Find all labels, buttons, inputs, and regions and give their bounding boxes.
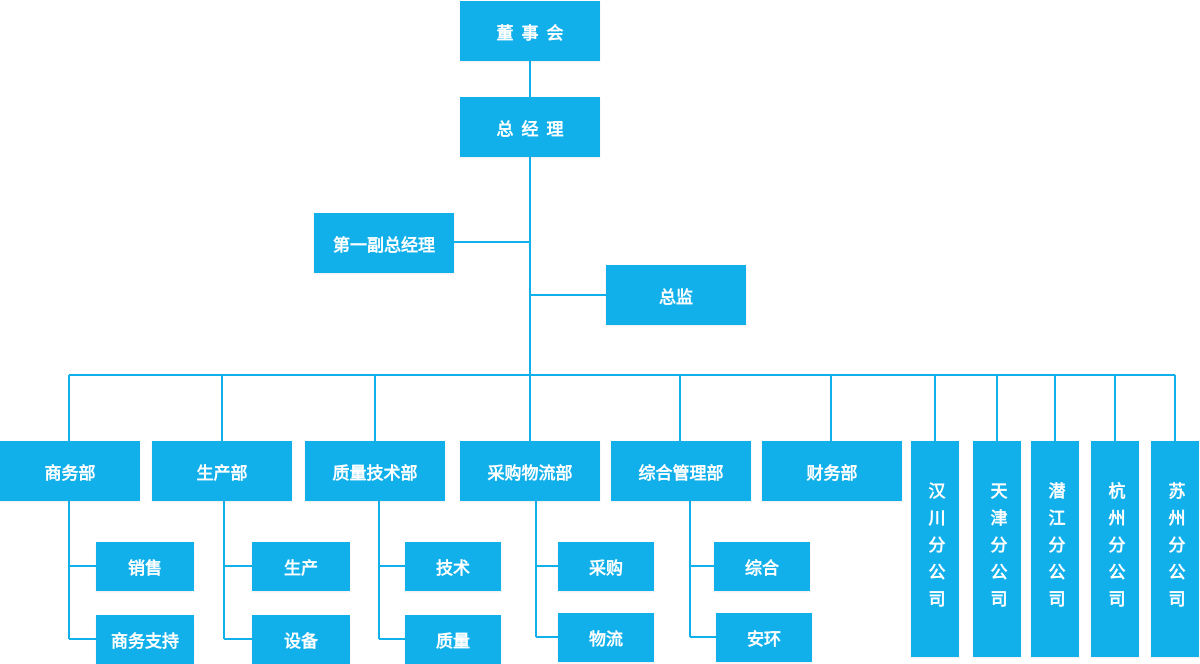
branch-hangzhou: 杭州分公司 xyxy=(1091,441,1139,657)
department-quality-tech: 质量技术部 xyxy=(305,441,445,501)
branch-tianjin: 天津分公司 xyxy=(973,441,1021,657)
board-box: 董事会 xyxy=(460,1,600,61)
director-box: 总监 xyxy=(606,265,746,325)
sub-unit-procurement: 采购 xyxy=(558,542,654,591)
branch-hanchuan: 汉川分公司 xyxy=(911,441,959,657)
sub-unit-equipment: 设备 xyxy=(252,615,350,664)
department-production: 生产部 xyxy=(152,441,292,501)
department-procurement-logistics: 采购物流部 xyxy=(460,441,600,501)
sub-unit-logistics: 物流 xyxy=(558,613,654,662)
department-general-management: 综合管理部 xyxy=(611,441,751,501)
first-deputy-gm-box: 第一副总经理 xyxy=(314,213,454,273)
sub-unit-general: 综合 xyxy=(714,542,810,591)
sub-unit-business-support: 商务支持 xyxy=(96,615,194,664)
sub-unit-technology: 技术 xyxy=(405,542,501,591)
sub-unit-production: 生产 xyxy=(252,542,350,591)
sub-unit-quality: 质量 xyxy=(405,615,501,664)
branch-suzhou: 苏州分公司 xyxy=(1151,441,1199,657)
general-manager-box: 总经理 xyxy=(460,97,600,157)
sub-unit-safety-environment: 安环 xyxy=(716,613,812,662)
department-business: 商务部 xyxy=(0,441,140,501)
department-finance: 财务部 xyxy=(762,441,902,501)
branch-qianjiang: 潜江分公司 xyxy=(1031,441,1079,657)
sub-unit-sales: 销售 xyxy=(96,542,194,591)
